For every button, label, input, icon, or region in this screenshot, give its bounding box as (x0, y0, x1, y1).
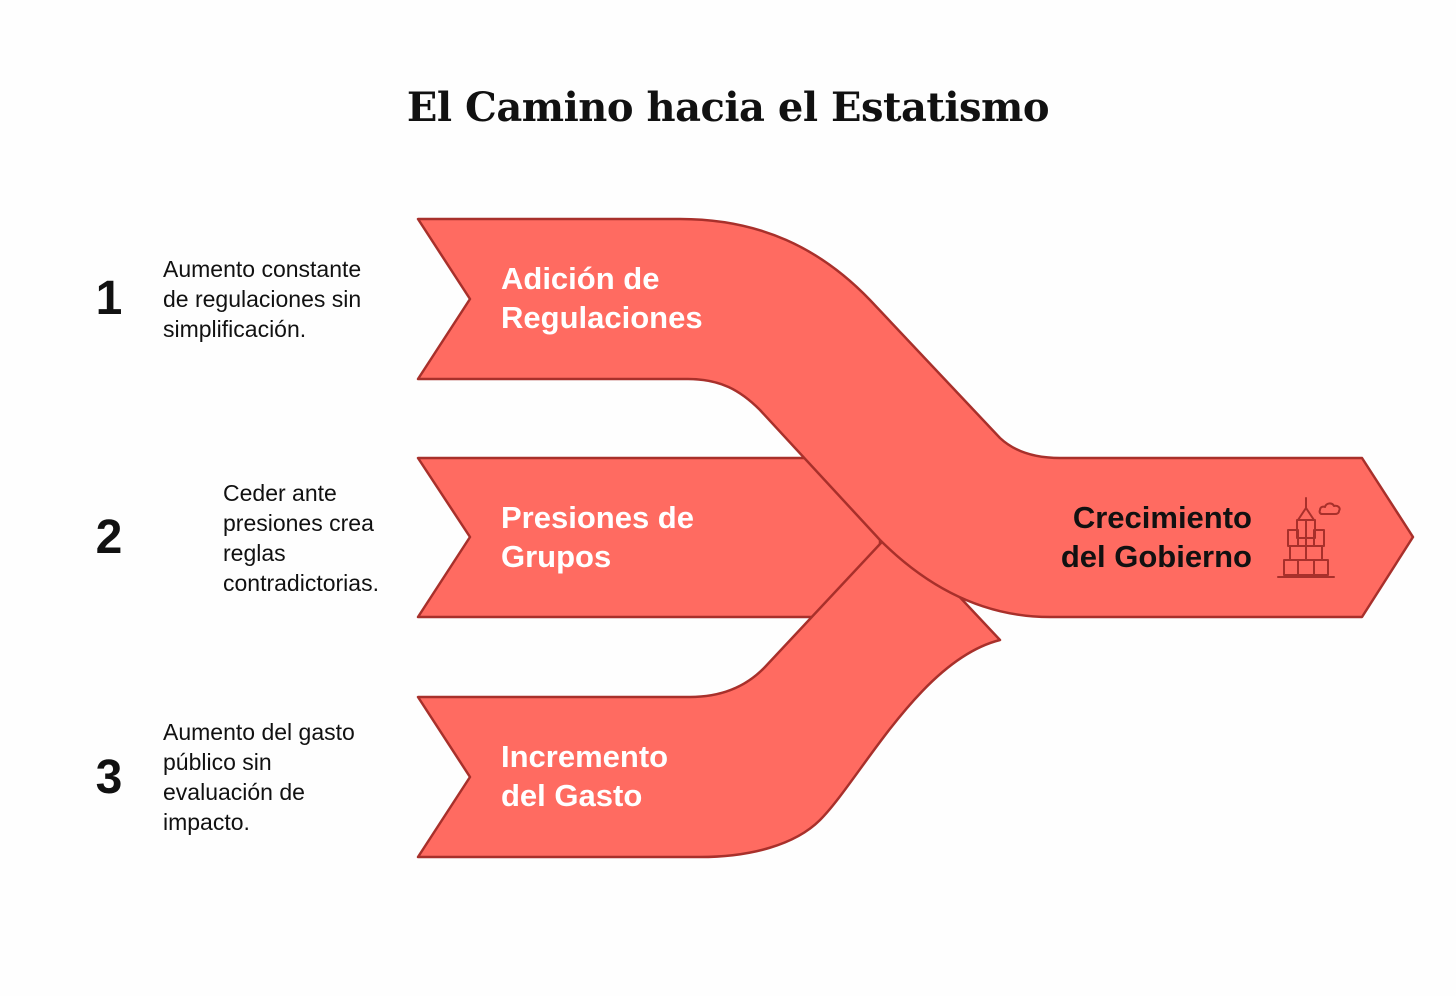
outcome-label: Crecimiento del Gobierno (1060, 500, 1252, 574)
band-label-incremento: Incremento del Gasto (501, 739, 669, 813)
step-number-3: 3 (95, 751, 123, 804)
band-label-presiones: Presiones de Grupos (501, 500, 694, 574)
band-adicion-to-crecimiento (416, 217, 1415, 619)
step-description-3: Aumento del gasto público sin evaluación… (163, 719, 355, 835)
diagram-title: El Camino hacia el Estatismo (406, 84, 1050, 131)
government-building-icon (1277, 497, 1341, 578)
step-description-2: Ceder ante presiones crea reglas contrad… (223, 480, 379, 596)
step-description-1: Aumento constante de regulaciones sin si… (163, 256, 362, 342)
band-label-adicion: Adición de Regulaciones (501, 261, 703, 335)
step-number-1: 1 (95, 272, 123, 325)
band-incremento (416, 526, 1002, 859)
step-number-2: 2 (95, 511, 123, 564)
